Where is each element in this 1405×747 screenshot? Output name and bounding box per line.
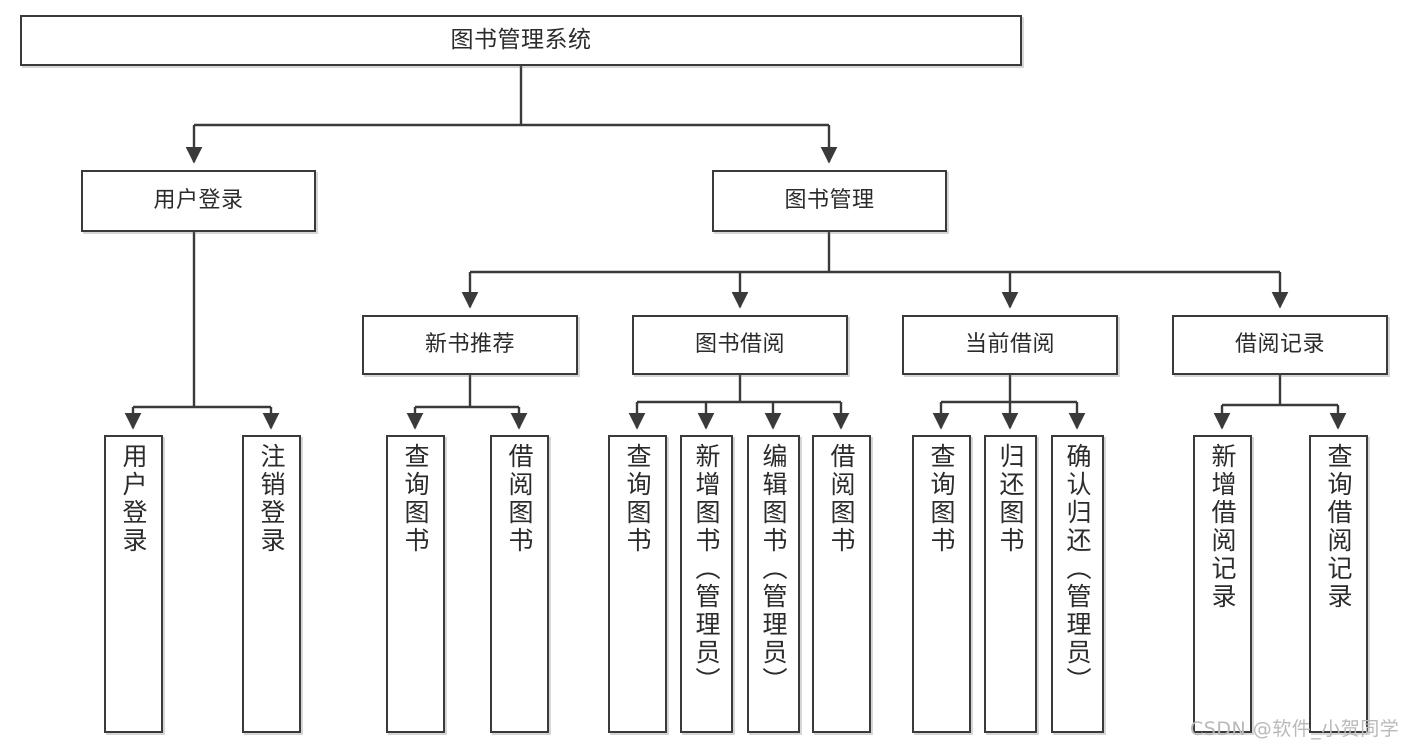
node-label: 新增图书（管理员） bbox=[692, 443, 721, 695]
node-label: 归还图书 bbox=[996, 443, 1025, 555]
leaf-record-add-record[interactable]: 新增借阅记录 bbox=[1193, 435, 1252, 733]
node-root-system[interactable]: 图书管理系统 bbox=[20, 15, 1022, 66]
leaf-recommend-borrow-book[interactable]: 借阅图书 bbox=[490, 435, 549, 733]
node-new-book-recommend[interactable]: 新书推荐 bbox=[362, 315, 578, 375]
leaf-record-query-record[interactable]: 查询借阅记录 bbox=[1309, 435, 1368, 733]
node-label: 查询借阅记录 bbox=[1324, 443, 1353, 611]
node-label: 图书借阅 bbox=[694, 332, 785, 358]
leaf-recommend-query-book[interactable]: 查询图书 bbox=[386, 435, 445, 733]
node-label: 当前借阅 bbox=[964, 332, 1055, 358]
node-user-login[interactable]: 用户登录 bbox=[81, 170, 316, 232]
leaf-current-return-book[interactable]: 归还图书 bbox=[984, 435, 1037, 733]
node-label: 借阅图书 bbox=[827, 443, 856, 555]
leaf-user-login-signout[interactable]: 注销登录 bbox=[242, 435, 301, 733]
leaf-current-confirm-return-admin[interactable]: 确认归还（管理员） bbox=[1051, 435, 1104, 733]
leaf-borrow-edit-book-admin[interactable]: 编辑图书（管理员） bbox=[747, 435, 800, 733]
node-label: 用户登录 bbox=[153, 188, 244, 214]
node-label: 借阅记录 bbox=[1234, 332, 1325, 358]
node-label: 用户登录 bbox=[119, 443, 148, 555]
node-current-borrow[interactable]: 当前借阅 bbox=[902, 315, 1118, 375]
node-label: 图书管理系统 bbox=[450, 26, 592, 53]
node-book-borrow[interactable]: 图书借阅 bbox=[632, 315, 848, 375]
csdn-watermark: CSDN @软件_小贺同学 bbox=[1190, 718, 1400, 740]
leaf-borrow-add-book-admin[interactable]: 新增图书（管理员） bbox=[680, 435, 733, 733]
node-label: 借阅图书 bbox=[505, 443, 534, 555]
node-label: 确认归还（管理员） bbox=[1063, 443, 1092, 695]
node-label: 新增借阅记录 bbox=[1208, 443, 1237, 611]
node-label: 新书推荐 bbox=[424, 332, 515, 358]
node-label: 图书管理 bbox=[784, 188, 875, 214]
node-label: 查询图书 bbox=[401, 443, 430, 555]
leaf-borrow-query-book[interactable]: 查询图书 bbox=[608, 435, 667, 733]
node-label: 查询图书 bbox=[623, 443, 652, 555]
leaf-current-query-book[interactable]: 查询图书 bbox=[912, 435, 971, 733]
node-book-management[interactable]: 图书管理 bbox=[712, 170, 947, 232]
node-borrow-record[interactable]: 借阅记录 bbox=[1172, 315, 1388, 375]
leaf-user-login-signin[interactable]: 用户登录 bbox=[104, 435, 163, 733]
node-label: 编辑图书（管理员） bbox=[759, 443, 788, 695]
leaf-borrow-borrow-book[interactable]: 借阅图书 bbox=[812, 435, 871, 733]
node-label: 注销登录 bbox=[257, 443, 286, 555]
node-label: 查询图书 bbox=[927, 443, 956, 555]
